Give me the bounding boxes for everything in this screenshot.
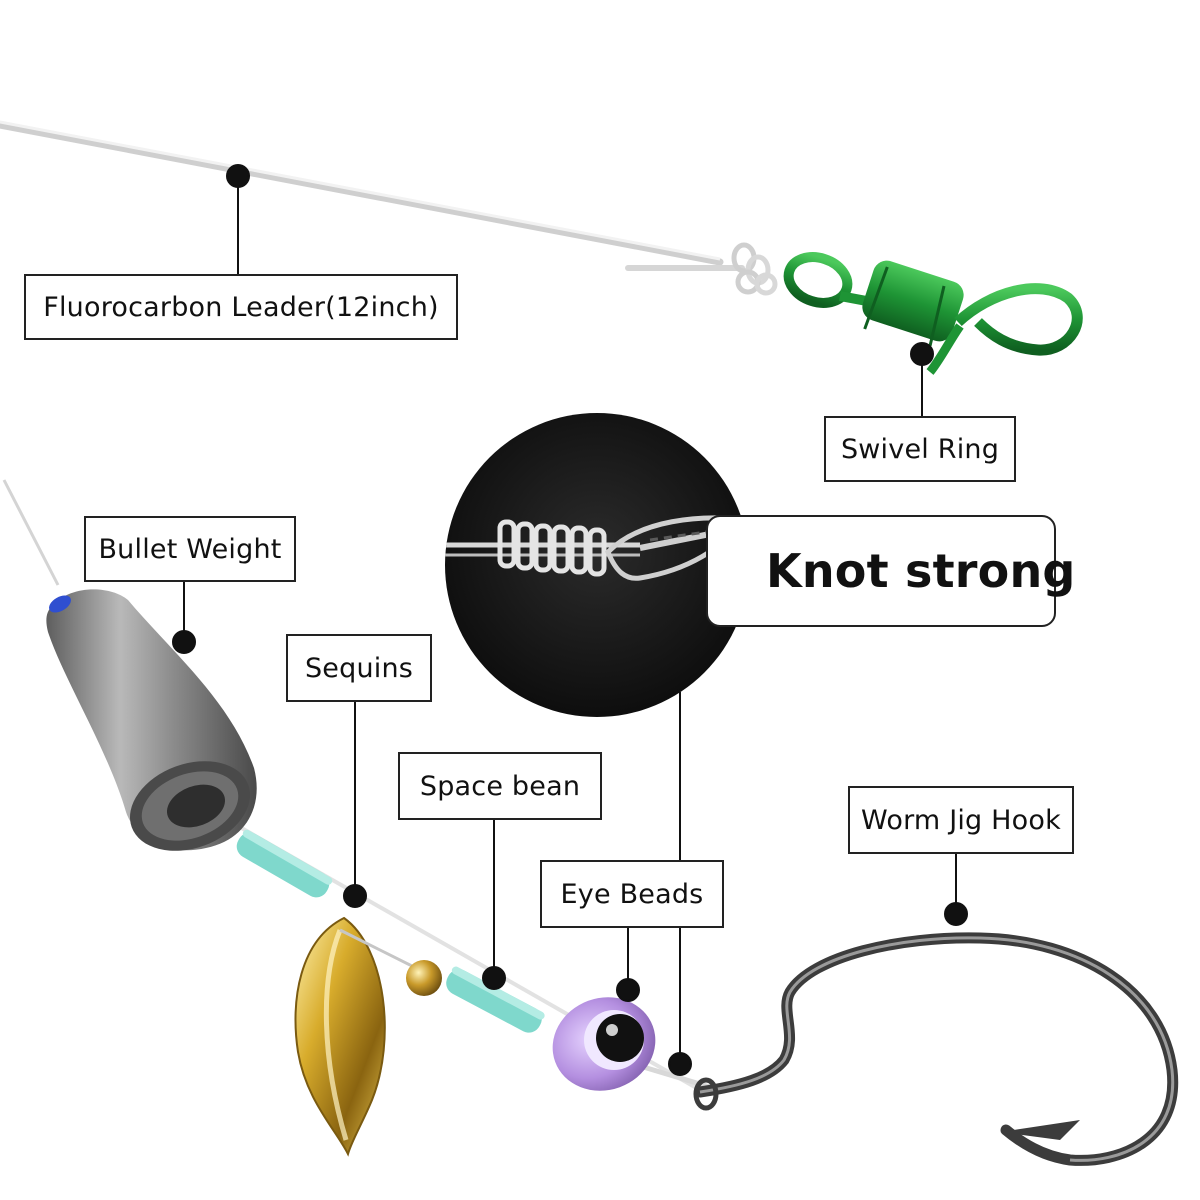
eye-beads-label: Eye Beads <box>540 860 724 928</box>
space-bean-label: Space bean <box>398 752 602 820</box>
leader-label: Fluorocarbon Leader(12inch) <box>24 274 458 340</box>
eye-bead <box>552 997 656 1091</box>
space-bean-tube-upper <box>236 829 333 898</box>
bullet-weight-label: Bullet Weight <box>84 516 296 582</box>
fluorocarbon-leader <box>0 120 745 271</box>
callout-connectors <box>172 164 968 1076</box>
worm-jig-hook <box>693 932 1179 1166</box>
bullet-weight <box>46 589 257 851</box>
sequin-blade <box>294 916 421 1157</box>
worm-jig-hook-label: Worm Jig Hook <box>848 786 1074 854</box>
swivel-ring <box>783 252 1083 375</box>
knot-strong-label: Knot strong <box>706 515 1075 627</box>
swivel-ring-label: Swivel Ring <box>824 416 1016 482</box>
gold-bead <box>406 960 442 996</box>
knot-wraps <box>497 519 607 577</box>
space-bean-tube-lower <box>446 966 545 1033</box>
sequins-label: Sequins <box>286 634 432 702</box>
leader-knot <box>731 242 778 296</box>
knot-closeup-inset <box>445 413 749 717</box>
